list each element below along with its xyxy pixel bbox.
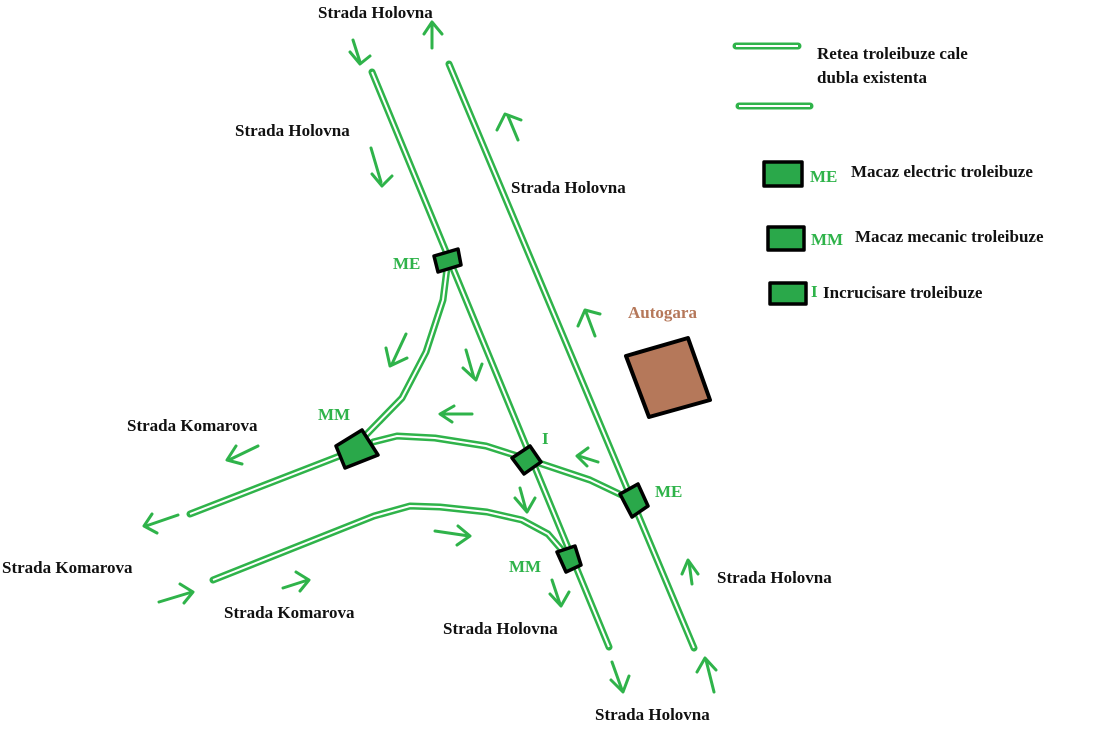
street-label: Strada Holovna: [235, 121, 350, 140]
street-label: Strada Komarova: [127, 416, 258, 435]
arrow-down-icon: [609, 660, 631, 694]
legend-network-label-line1: Retea troleibuze cale: [817, 44, 968, 63]
street-label: Strada Holovna: [443, 619, 558, 638]
legend-electric-code: ME: [810, 167, 837, 186]
track-gap: [364, 267, 448, 437]
arrow-left-icon: [438, 404, 474, 424]
switch-electric-right-icon: [618, 482, 650, 519]
switch-electric-top-icon: [432, 247, 463, 274]
street-label: Strada Holovna: [511, 178, 626, 197]
legend-mechanical-switch-icon: [766, 225, 806, 252]
legend-mechanical-code: MM: [811, 230, 843, 249]
arrow-down-icon: [348, 38, 372, 66]
track-gap: [372, 435, 633, 501]
arrow-left-icon: [142, 512, 180, 535]
legend-network-label-line2: dubla existenta: [817, 68, 928, 87]
street-label: Strada Holovna: [595, 705, 710, 724]
legend-crossing-label: Incrucisare troleibuze: [823, 283, 983, 302]
legend-crossing-code: I: [811, 282, 818, 301]
switch-mechanical-left-icon: [334, 428, 380, 470]
track-link-mm-i-me: [369, 432, 636, 504]
arrow-right-icon: [157, 582, 195, 605]
switch-mechanical-bottom-icon: [555, 544, 583, 574]
arrow-right-icon: [281, 570, 311, 593]
track-gap: [189, 449, 356, 515]
street-label: Strada Holovna: [717, 568, 832, 587]
arrow-up-icon: [680, 558, 700, 586]
junction-code: MM: [318, 405, 350, 424]
crossing-icon: [510, 444, 543, 476]
track-branch-me-to-mm: [361, 264, 451, 440]
junction-code: ME: [655, 482, 682, 501]
bus-station-icon: [624, 336, 712, 419]
junction-code: I: [542, 429, 549, 448]
street-label: Strada Komarova: [224, 603, 355, 622]
junction-code: ME: [393, 254, 420, 273]
arrow-left-icon: [575, 446, 600, 468]
street-label: Strada Komarova: [2, 558, 133, 577]
street-labels: Strada Holovna Strada Holovna Strada Hol…: [2, 3, 832, 724]
arrow-down-icon: [369, 146, 394, 188]
arrow-up-icon: [695, 656, 718, 694]
legend-electric-label: Macaz electric troleibuze: [851, 162, 1033, 181]
arrow-left-icon: [225, 444, 260, 466]
legend-electric-switch-icon: [762, 160, 804, 188]
arrow-down-icon: [548, 578, 571, 608]
arrow-right-icon: [433, 524, 472, 547]
legend-crossing-icon: [768, 281, 808, 306]
track-gap: [448, 63, 695, 649]
junction-nodes: [334, 160, 808, 574]
arrow-up-icon: [495, 112, 523, 142]
arrow-down-left-icon: [384, 332, 409, 368]
junction-codes: ME MM I ME MM: [318, 254, 682, 576]
arrow-up-icon: [422, 20, 444, 50]
arrow-up-icon: [576, 308, 602, 338]
bus-station: Autogara: [624, 303, 712, 419]
track-gap: [212, 505, 568, 581]
legend: Retea troleibuze cale dubla existenta ME…: [810, 44, 1044, 302]
street-label: Strada Holovna: [318, 3, 433, 22]
arrow-down-icon: [461, 348, 484, 382]
bus-station-label: Autogara: [628, 303, 697, 322]
legend-mechanical-label: Macaz mecanic troleibuze: [855, 227, 1044, 246]
direction-arrows: [142, 20, 718, 694]
junction-code: MM: [509, 557, 541, 576]
arrow-down-icon: [513, 486, 537, 514]
